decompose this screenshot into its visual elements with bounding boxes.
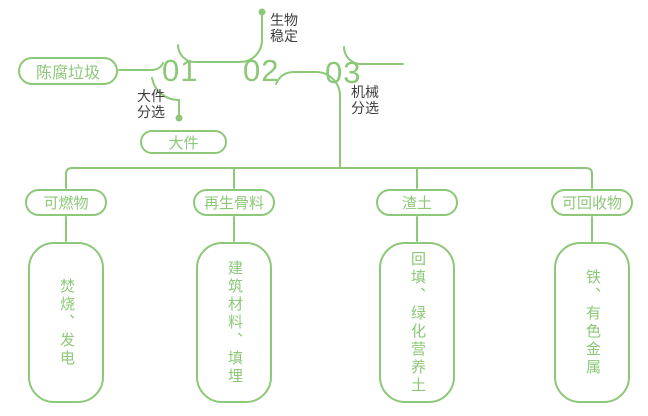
category-label: 再生骨料 [203,195,264,212]
category-label: 可回收物 [561,195,622,212]
outcome-text: 铁、有色金属 [584,268,601,377]
outcome-box-metals: 铁、有色金属 [554,242,630,403]
bulky-output-pill: 大件 [140,130,227,154]
outcome-text: 建筑材料、填埋 [226,259,243,386]
category-pill-recyclables: 可回收物 [551,189,633,216]
outcome-text: 回填、绿化营养土 [409,250,426,395]
source-pill: 陈腐垃圾 [18,57,118,85]
label-biological-stabilization: 生物 稳定 [270,12,298,44]
source-label: 陈腐垃圾 [35,65,100,82]
step-number-02: 02 [243,53,280,88]
connector-dot-bulky [175,114,183,122]
outcome-box-incineration: 焚烧、发电 [28,242,104,403]
distributor-line [65,167,593,189]
label-bulky-sorting: 大件 分选 [137,88,165,120]
line-03-tail [343,46,404,65]
category-label: 渣土 [401,195,432,212]
outcome-text: 焚烧、发电 [58,277,75,368]
category-pill-slag-soil: 渣土 [376,189,458,216]
bulky-output-label: 大件 [168,134,199,152]
connector-dot-bio [258,8,266,16]
line-source-to-01 [118,62,164,71]
line-01-branch-bulky [151,77,180,115]
outcome-box-building-materials: 建筑材料、填埋 [196,242,272,403]
step-number-01: 01 [162,53,199,88]
step-number-03: 03 [325,55,362,90]
category-pill-recycled-aggregate: 再生骨料 [193,189,275,216]
category-pill-combustibles: 可燃物 [25,189,107,216]
line-02-to-distributor [275,71,341,169]
line-01-to-02-riser [177,15,263,63]
category-label: 可燃物 [43,195,89,212]
label-mechanical-sorting: 机械 分选 [351,84,379,116]
outcome-box-backfill: 回填、绿化营养土 [379,242,455,403]
